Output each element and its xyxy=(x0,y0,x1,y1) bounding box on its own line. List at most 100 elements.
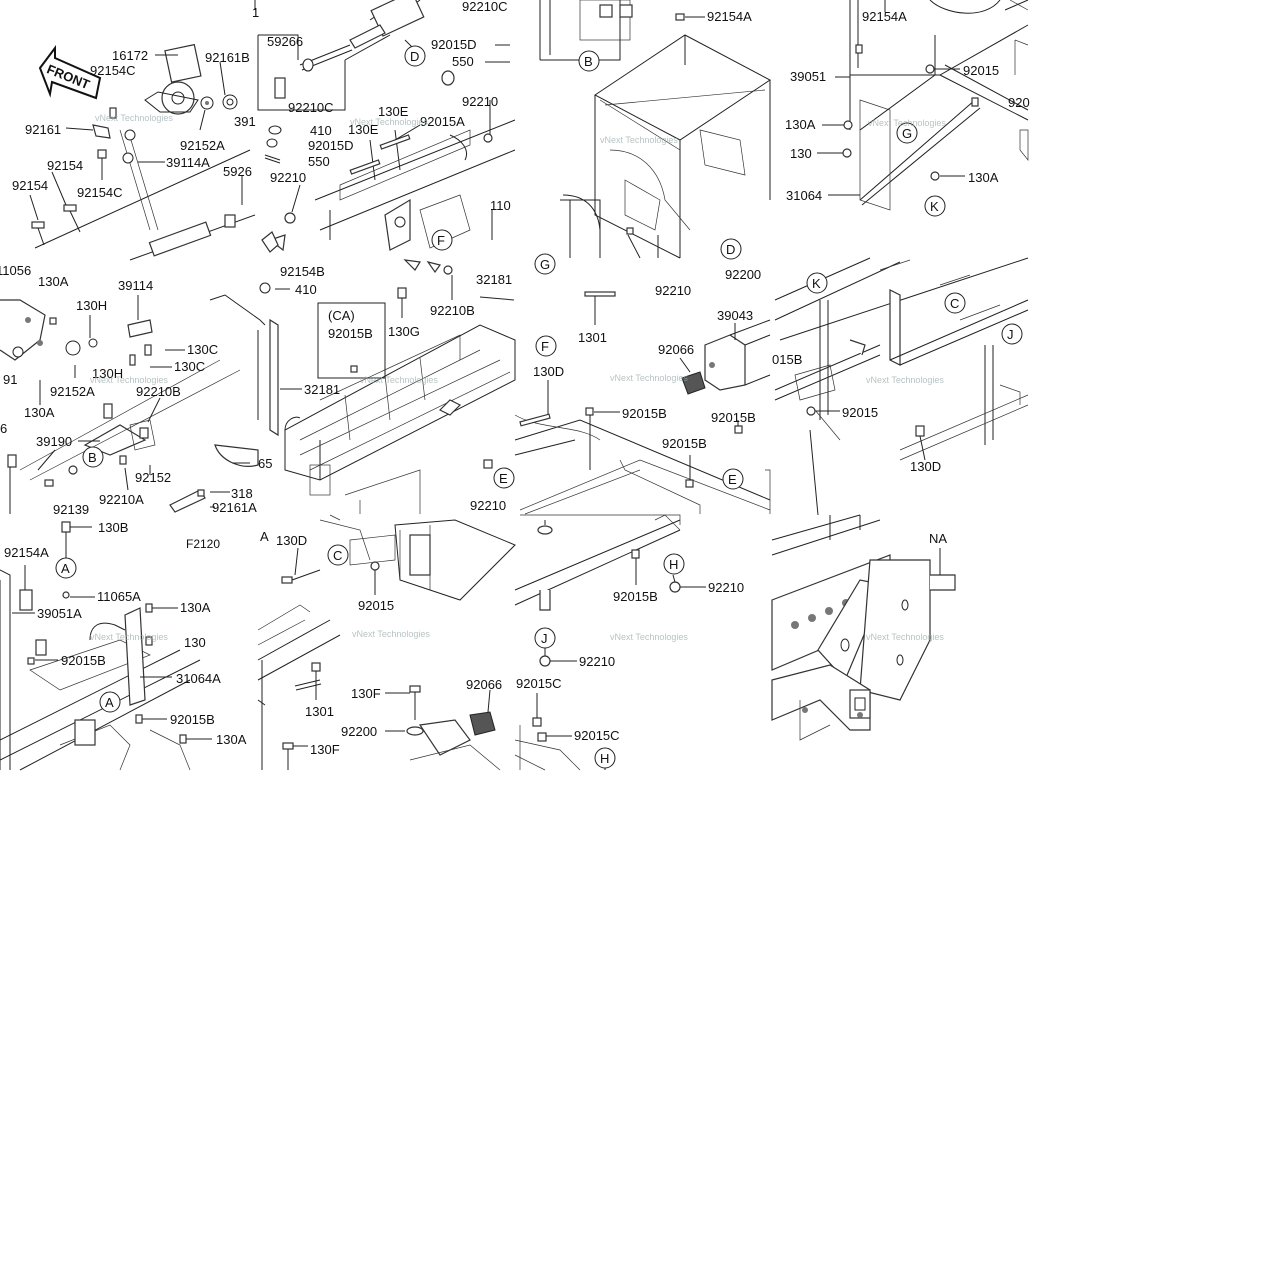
watermark: vNext Technologies xyxy=(866,632,944,642)
callout: 92210B xyxy=(136,384,181,399)
callout: 92154 xyxy=(47,158,83,173)
callout: 92152A xyxy=(180,138,225,153)
circle-letter: B xyxy=(584,54,593,69)
callout: 5926 xyxy=(223,164,252,179)
tile-2: D F 92210C 59266 92015D 550 92210C 410 9… xyxy=(257,0,516,252)
callout: 92154A xyxy=(707,9,752,24)
callout: 318 xyxy=(231,486,253,501)
circle-letter: J xyxy=(1007,327,1014,342)
callout: 130G xyxy=(388,324,420,339)
callout: 130H xyxy=(76,298,107,313)
callout: 39051 xyxy=(790,69,826,84)
callout: 6 xyxy=(0,421,7,436)
watermark: vNext Technologies xyxy=(868,118,946,128)
circle-letter: C xyxy=(950,296,959,311)
callout: 92210 xyxy=(708,580,744,595)
callout: A xyxy=(260,529,269,544)
callout: 92015D xyxy=(431,37,477,52)
callout: 92200 xyxy=(341,724,377,739)
callout: (CA) xyxy=(328,308,355,323)
circle-letter: H xyxy=(600,751,609,766)
callout: 130C xyxy=(187,342,218,357)
watermark: vNext Technologies xyxy=(95,113,173,123)
callout: 391 xyxy=(234,114,256,129)
callout: 130A xyxy=(968,170,999,185)
circle-letter: F xyxy=(541,339,549,354)
tile-7: F E 1301 39043 015B 92066 130D 92015B 92… xyxy=(514,291,802,515)
callout: 39114A xyxy=(166,155,210,170)
callout: 130A xyxy=(24,405,55,420)
callout: 39043 xyxy=(717,308,753,323)
tile-4: G K 92154A 39051 92015 130A 130 130A 310… xyxy=(785,0,1030,217)
callout: 32181 xyxy=(304,382,340,397)
watermark: vNext Technologies xyxy=(90,632,168,642)
callout: 92015B xyxy=(61,653,106,668)
callout: 92200 xyxy=(725,267,761,282)
front-arrow-icon: FRONT xyxy=(38,45,102,100)
callout: 59266 xyxy=(267,34,303,49)
circle-letter: B xyxy=(88,450,97,465)
callout: 11065A xyxy=(97,589,141,604)
callout: 92015 xyxy=(358,598,394,613)
callout: 130A xyxy=(216,732,247,747)
callout: 92015 xyxy=(842,405,878,420)
callout: 31064A xyxy=(176,671,221,686)
circle-letter: J xyxy=(541,631,548,646)
callout: 92210 xyxy=(270,170,306,185)
callout: 92161A xyxy=(212,500,257,515)
callout: 130F xyxy=(351,686,381,701)
callout: 92210 xyxy=(462,94,498,109)
callout: 91 xyxy=(3,372,17,387)
circle-letter: C xyxy=(333,548,342,563)
callout: 130 xyxy=(184,635,206,650)
callout: 130A xyxy=(38,274,69,289)
callout: 32181 xyxy=(476,272,512,287)
callout: 1 xyxy=(252,5,259,20)
callout: 92139 xyxy=(53,502,89,517)
callout: 130A xyxy=(180,600,211,615)
callout: 92015B xyxy=(662,436,707,451)
callout: 130 xyxy=(790,146,812,161)
callout: 92152A xyxy=(50,384,95,399)
callout: 11056 xyxy=(0,263,31,278)
callout: 410 xyxy=(295,282,317,297)
callout: 16172 xyxy=(112,48,148,63)
callout: 920 xyxy=(1008,95,1030,110)
callout: 130D xyxy=(910,459,941,474)
circle-letter: K xyxy=(930,199,939,214)
watermark: vNext Technologies xyxy=(350,117,428,127)
callout: 130F xyxy=(310,742,340,757)
callout: 130H xyxy=(92,366,123,381)
callout: 92210 xyxy=(655,283,691,298)
tile-6: E G 92154B 410 32181 (CA) 92015B 130G 92… xyxy=(209,231,556,514)
callout: 92066 xyxy=(466,677,502,692)
callout: 92210A xyxy=(99,492,144,507)
callout: 92154B xyxy=(280,264,325,279)
callout: 92161B xyxy=(205,50,250,65)
callout: 130D xyxy=(533,364,564,379)
circle-letter: D xyxy=(410,49,419,64)
tile-9: A A 130B 92154A F2120 11065A 39051A 130A… xyxy=(0,520,247,771)
callout: 92015B xyxy=(170,712,215,727)
callout: 015B xyxy=(772,352,802,367)
callout: 130E xyxy=(378,104,409,119)
circle-letter: E xyxy=(499,471,508,486)
watermark: vNext Technologies xyxy=(352,629,430,639)
callout: 92152 xyxy=(135,470,171,485)
callout: 39114 xyxy=(118,278,153,293)
callout: 92154 xyxy=(12,178,48,193)
circle-letter: D xyxy=(726,242,735,257)
watermark: vNext Technologies xyxy=(866,375,944,385)
callout: 110 xyxy=(490,198,511,213)
callout: 1301 xyxy=(305,704,334,719)
tile-8: K C J 92015 130D vNext Technologies xyxy=(774,257,1029,516)
callout: 92154C xyxy=(77,185,123,200)
callout: 92161 xyxy=(25,122,61,137)
callout: 92154C xyxy=(90,63,136,78)
watermark: vNext Technologies xyxy=(610,373,688,383)
tile-1: FRONT 16172 92154C 921 xyxy=(12,0,259,261)
callout: 31064 xyxy=(786,188,822,203)
watermark: vNext Technologies xyxy=(610,632,688,642)
callout: 550 xyxy=(308,154,330,169)
